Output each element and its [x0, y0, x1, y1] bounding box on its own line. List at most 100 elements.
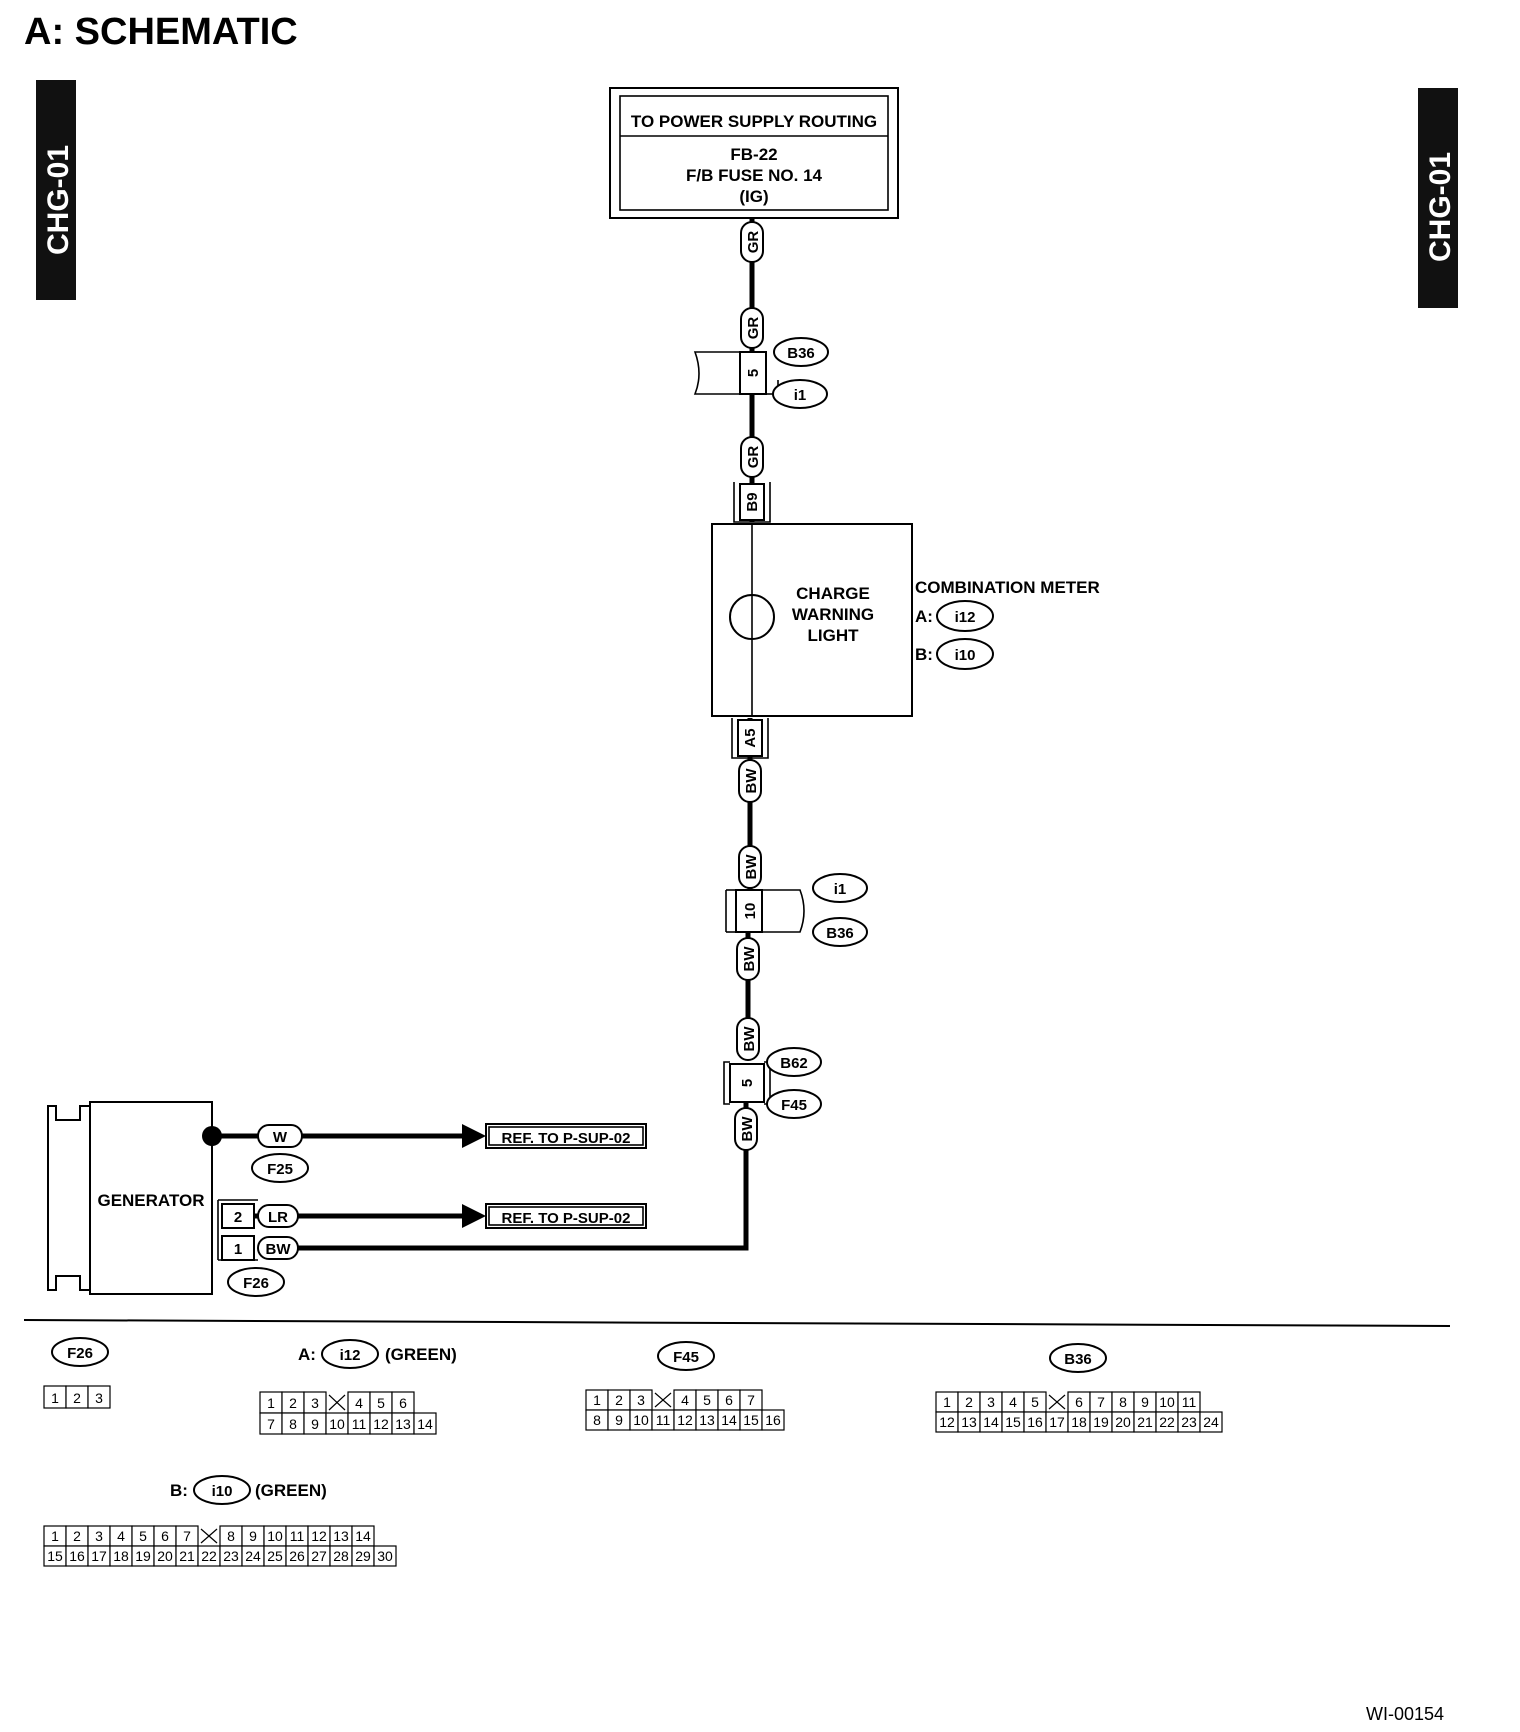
- connector-pin-number: 6: [725, 1392, 733, 1408]
- wire-label-w: W: [257, 1124, 303, 1148]
- wire-label-gr-1: GR: [740, 221, 764, 263]
- connector-pin-number: 10: [329, 1416, 345, 1432]
- wire-label-bw-1: BW: [738, 759, 762, 803]
- figure-code: WI-00154: [1366, 1704, 1444, 1724]
- charge-light-line-2: WARNING: [792, 605, 874, 624]
- connector-pin-number: 14: [721, 1412, 737, 1428]
- connector-id-b36-bottom: B36: [826, 925, 854, 942]
- connector-pin-number: 2: [289, 1395, 297, 1411]
- connector-pin-number: 1: [51, 1390, 59, 1406]
- charge-light-line-3: LIGHT: [808, 626, 860, 645]
- connector-pin-number: 9: [615, 1412, 623, 1428]
- connector-pin-number: 23: [1181, 1414, 1197, 1430]
- svg-text:F26: F26: [67, 1345, 93, 1362]
- svg-text:BW: BW: [743, 768, 760, 794]
- meter-prefix-a: A:: [915, 607, 933, 626]
- connector-pin-number: 17: [91, 1548, 107, 1564]
- generator-label: GENERATOR: [97, 1191, 204, 1210]
- connector-pin-number: 3: [987, 1394, 995, 1410]
- connector-pin-number: 24: [1203, 1414, 1219, 1430]
- connector-pin-number: 4: [681, 1392, 689, 1408]
- connector-pin-number: 20: [1115, 1414, 1131, 1430]
- connector-pin-number: 4: [355, 1395, 363, 1411]
- connector-pin-number: 11: [1182, 1394, 1197, 1410]
- connector-pin-number: 3: [95, 1390, 103, 1406]
- connector-pin-number: 10: [1159, 1394, 1175, 1410]
- connector-pin-number: 11: [290, 1528, 305, 1544]
- connector-pin-number: 28: [333, 1548, 349, 1564]
- connector-pin-number: 12: [311, 1528, 327, 1544]
- connector-pin-empty: [654, 1392, 672, 1408]
- connector-pin-number: 4: [117, 1528, 125, 1544]
- connector-id-b36-top: B36: [787, 345, 815, 362]
- connector-pin-number: 6: [161, 1528, 169, 1544]
- connector-pin-number: 1: [593, 1392, 601, 1408]
- side-tab-right-label: CHG-01: [1424, 152, 1457, 262]
- connector-pin-number: 5: [1031, 1394, 1039, 1410]
- connector-pin-number: 19: [135, 1548, 151, 1564]
- wire-label-gr-2: GR: [740, 307, 764, 349]
- connector-pin-number: 1: [943, 1394, 951, 1410]
- svg-text:REF. TO P-SUP-02: REF. TO P-SUP-02: [502, 1130, 631, 1147]
- combination-meter: CHARGE WARNING LIGHT: [711, 523, 913, 717]
- connector-pin-number: 16: [765, 1412, 781, 1428]
- ref-box-lr: REF. TO P-SUP-02: [485, 1203, 647, 1229]
- wire-label-gr-3: GR: [740, 436, 764, 478]
- meter-prefix-b: B:: [915, 645, 933, 664]
- svg-text:LR: LR: [268, 1209, 288, 1226]
- connector-pin-number: 15: [1005, 1414, 1021, 1430]
- connector-pin-number: 14: [983, 1414, 999, 1430]
- connector-pin-number: 12: [373, 1416, 389, 1432]
- connector-pin-number: 14: [355, 1528, 371, 1544]
- wire-label-bw-3: BW: [736, 937, 760, 981]
- connector-pin-number: 3: [637, 1392, 645, 1408]
- connector-pin-number: 3: [95, 1528, 103, 1544]
- connector-pin-number: 26: [289, 1548, 305, 1564]
- meter-terminal-b9: B9: [733, 482, 771, 523]
- svg-text:W: W: [273, 1129, 288, 1146]
- connector-pin-number: 9: [249, 1528, 257, 1544]
- svg-text:5: 5: [745, 369, 762, 377]
- generator: GENERATOR: [47, 1101, 213, 1295]
- connector-pin-number: 8: [593, 1412, 601, 1428]
- svg-text:A:: A:: [298, 1345, 316, 1364]
- connector-pin-number: 13: [333, 1528, 349, 1544]
- svg-text:GR: GR: [745, 446, 762, 469]
- svg-text:(GREEN): (GREEN): [255, 1481, 327, 1500]
- connector-pin-cell: [413, 1412, 437, 1435]
- svg-text:i12: i12: [340, 1347, 361, 1364]
- meter-connector-i12-badge: [936, 600, 994, 632]
- connector-pin-number: 22: [1159, 1414, 1175, 1430]
- connector-pin-number: 2: [73, 1390, 81, 1406]
- connector-pin-number: 6: [399, 1395, 407, 1411]
- connector-pin-cell: [1199, 1411, 1223, 1433]
- svg-text:F26: F26: [243, 1275, 269, 1292]
- connector-pin-number: 15: [47, 1548, 63, 1564]
- connector-pin-number: 14: [417, 1416, 433, 1432]
- connector-pin-number: 13: [395, 1416, 411, 1432]
- connector-pin-number: 11: [656, 1412, 671, 1428]
- svg-text:BW: BW: [266, 1241, 292, 1258]
- power-supply-line-3: (IG): [739, 187, 768, 206]
- svg-text:1: 1: [234, 1241, 242, 1258]
- connector-pin-number: 18: [1071, 1414, 1087, 1430]
- connector-pin-number: 6: [1075, 1394, 1083, 1410]
- connector-pin-number: 7: [183, 1528, 191, 1544]
- connector-pin-number: 16: [1027, 1414, 1043, 1430]
- connector-id-i1-bottom: i1: [834, 881, 847, 898]
- svg-text:B36: B36: [1064, 1351, 1092, 1368]
- meter-connector-i12: i12: [955, 609, 976, 626]
- connector-pin-number: 5: [703, 1392, 711, 1408]
- svg-text:BW: BW: [741, 1026, 758, 1052]
- svg-text:GR: GR: [745, 317, 762, 340]
- connector-pin-number: 4: [1009, 1394, 1017, 1410]
- side-tab-left: CHG-01: [36, 80, 76, 300]
- divider-line: [23, 1319, 1451, 1327]
- meter-connector-i10: i10: [955, 647, 976, 664]
- connector-pin-number: 1: [267, 1395, 275, 1411]
- svg-text:BW: BW: [739, 1116, 756, 1142]
